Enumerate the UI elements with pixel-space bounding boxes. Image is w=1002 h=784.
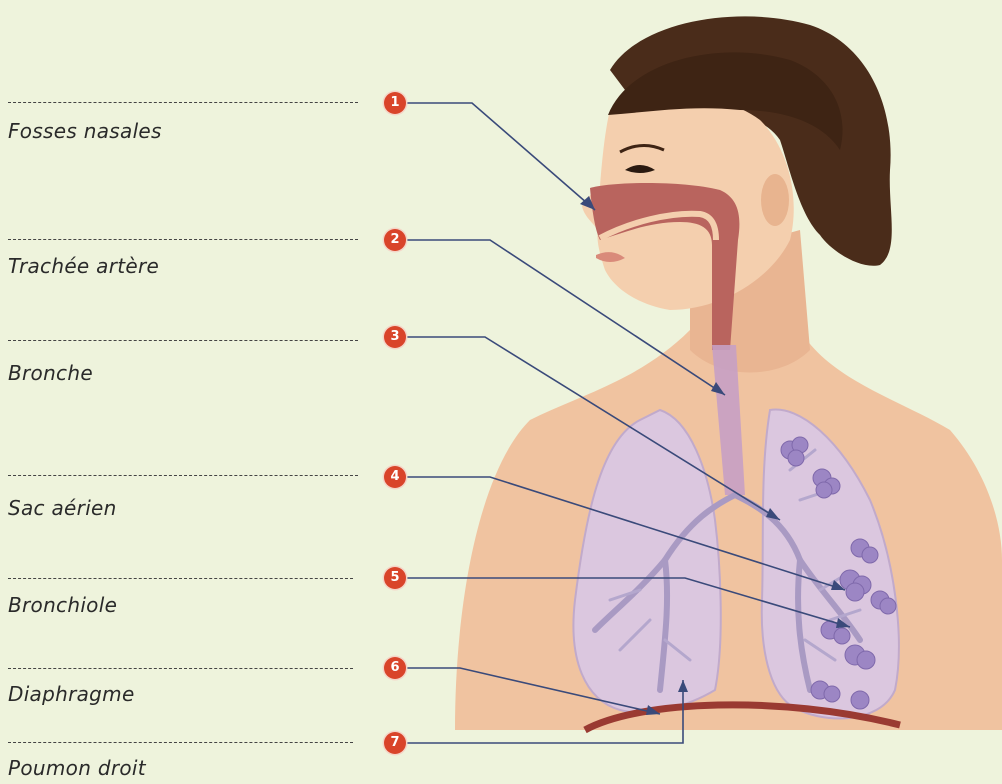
blank-line-6 (8, 668, 353, 669)
blank-line-5 (8, 578, 353, 579)
leader-line-1 (405, 103, 595, 210)
label-bronchus: Bronche (8, 361, 93, 385)
label-trachea: Trachée artère (8, 254, 159, 278)
badge-3: 3 (384, 326, 406, 348)
blank-line-4 (8, 475, 358, 476)
badge-2: 2 (384, 229, 406, 251)
label-air-sac: Sac aérien (8, 496, 117, 520)
label-bronchiole: Bronchiole (8, 593, 117, 617)
ear (761, 174, 789, 226)
label-diaphragm: Diaphragme (8, 682, 135, 706)
blank-line-1 (8, 102, 358, 103)
badge-4: 4 (384, 466, 406, 488)
label-nasal-cavity: Fosses nasales (8, 119, 162, 143)
blank-line-7 (8, 742, 353, 743)
badge-6: 6 (384, 657, 406, 679)
label-right-lung: Poumon droit (8, 756, 146, 780)
badge-1: 1 (384, 92, 406, 114)
blank-line-3 (8, 340, 358, 341)
badge-7: 7 (384, 732, 406, 754)
badge-5: 5 (384, 567, 406, 589)
blank-line-2 (8, 239, 358, 240)
